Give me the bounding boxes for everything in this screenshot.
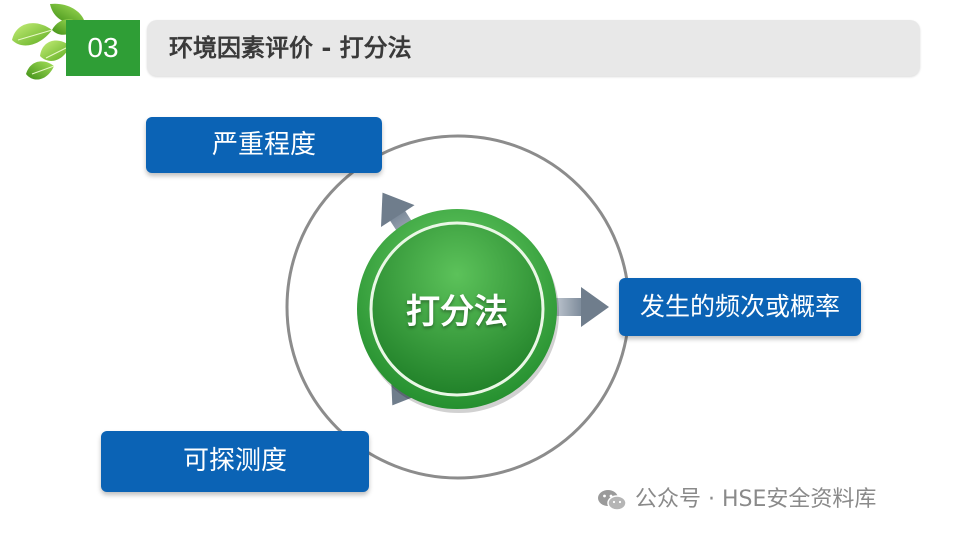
factor-box-severity: 严重程度 (146, 117, 382, 173)
factor-box-detectability: 可探测度 (101, 431, 369, 492)
factor-box-frequency: 发生的频次或概率 (619, 278, 861, 336)
center-label: 打分法 (357, 272, 557, 352)
watermark-text: 公众号 · HSE安全资料库 (635, 487, 876, 512)
watermark: 公众号 · HSE安全资料库 (597, 484, 876, 516)
wechat-icon (597, 488, 627, 512)
